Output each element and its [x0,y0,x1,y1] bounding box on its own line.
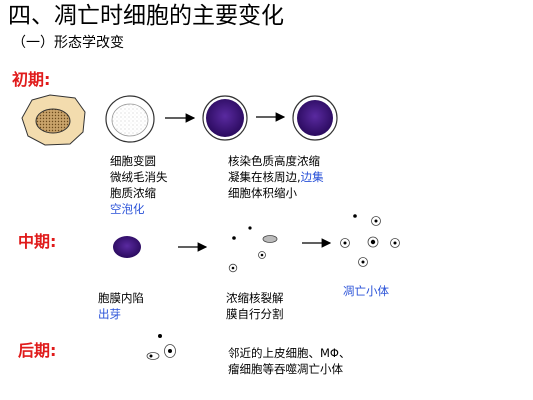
middle-notes-left: 胞膜内陷 出芽 [98,290,144,322]
fragmenting-cell [228,226,278,273]
early-right-note-2: 凝集在核周边,边集 [228,169,324,185]
middle-note-2: 出芽 [98,307,121,321]
shrunk-cell [292,95,338,141]
normal-cell [21,94,86,146]
middle-notes-right: 浓缩核裂解 膜自行分割 [226,290,284,322]
late-note-2: 瘤细胞等吞噬凋亡小体 [228,362,343,376]
stage-label-early: 初期: [12,70,51,89]
early-right-note-1: 核染色质高度浓缩 [228,154,320,168]
early-note-3: 胞质浓缩 [110,186,156,200]
budding-cell [113,236,141,258]
early-right-note-3: 细胞体积缩小 [228,186,297,200]
early-notes-right: 核染色质高度浓缩 凝集在核周边,边集 细胞体积缩小 [228,153,324,201]
early-right-note-2a: 凝集在核周边, [228,170,301,184]
stage-label-late: 后期: [18,341,57,360]
early-note-4: 空泡化 [110,202,145,216]
rounded-cell [105,95,155,143]
apoptotic-bodies [340,214,400,267]
middle-note-1: 胞膜内陷 [98,291,144,305]
late-note-1: 邻近的上皮细胞、MΦ、 [228,346,351,360]
condensing-cell [202,95,248,141]
middle-note-3: 浓缩核裂解 [226,291,284,305]
early-note-2: 微绒毛消失 [110,170,168,184]
middle-note-4: 膜自行分割 [226,307,284,321]
phagocytosed-bodies [146,334,176,360]
late-notes: 邻近的上皮细胞、MΦ、 瘤细胞等吞噬凋亡小体 [228,345,350,377]
section-subtitle: （一）形态学改变 [12,35,124,51]
early-right-note-2b: 边集 [300,170,324,184]
page-title: 四、凋亡时细胞的主要变化 [8,3,284,29]
early-note-1: 细胞变圆 [110,154,156,168]
early-notes-left: 细胞变圆 微绒毛消失 胞质浓缩 空泡化 [110,153,168,217]
apoptotic-body-label: 凋亡小体 [343,284,389,298]
stage-label-middle: 中期: [18,232,57,251]
